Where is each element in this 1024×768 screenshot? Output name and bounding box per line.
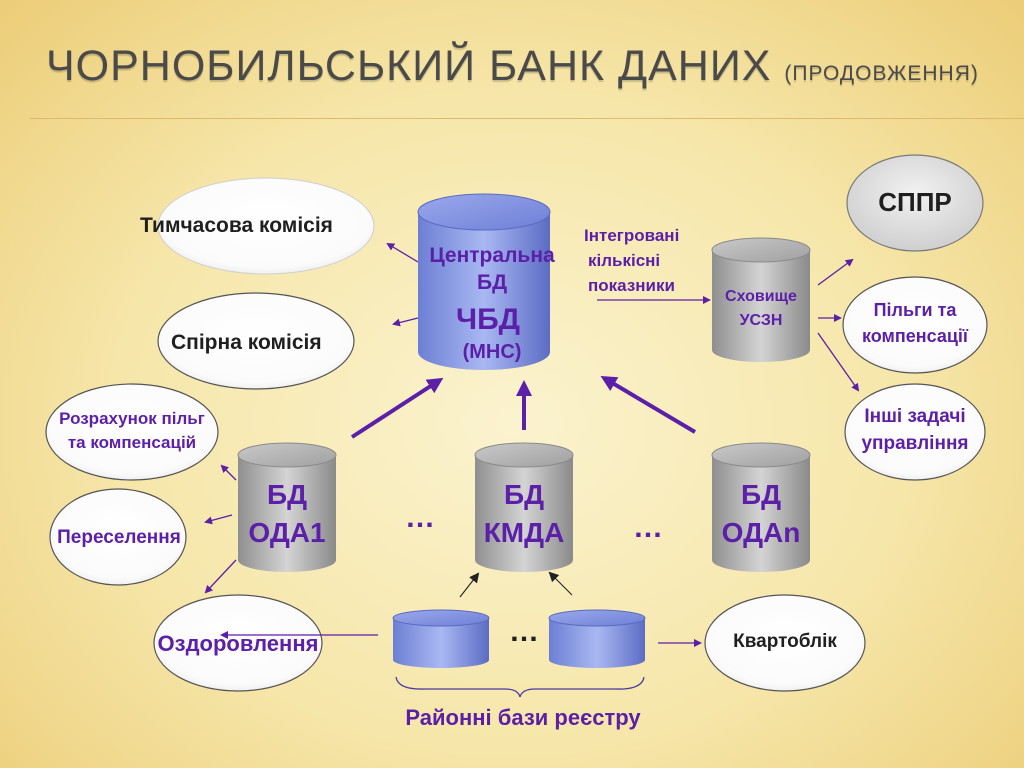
label-central-line2: БД (476, 271, 508, 294)
label-district-bases: Районні бази реєстру (405, 705, 641, 730)
label-ellipsis-2: … (633, 511, 663, 544)
title-rule (30, 118, 1024, 119)
label-benefits-line2: компенсації (862, 326, 968, 346)
central-db-cylinder (417, 193, 551, 370)
label-central-line1: Центральна (429, 244, 555, 267)
ellipse-other-tasks (844, 383, 986, 481)
label-storage-line2: УСЗН (739, 312, 783, 329)
label-integrated-line2: кількісні (588, 251, 661, 270)
label-benefit-calc-line1: Розрахунок пільг (59, 409, 205, 428)
title-sub: (продовження) (784, 62, 979, 85)
label-kmda-line2: КМДА (483, 517, 565, 548)
ellipse-benefits (842, 276, 988, 374)
arrow-odan-to-central (600, 375, 697, 434)
slide-title: Чорнобильський банк даних (продовження) (46, 42, 979, 91)
ellipse-dispute-commission (157, 292, 355, 390)
arrow-oda1-to-central (350, 377, 444, 439)
label-oda1-line2: ОДА1 (248, 517, 326, 548)
arrow-oda1-to-benefit-calc (220, 464, 237, 481)
label-apartment-registry: Квартоблік (733, 631, 837, 652)
db-odan-cylinder (711, 442, 811, 572)
arrow-district2-to-kmda (548, 571, 573, 596)
storage-cylinder (711, 237, 811, 362)
label-sppr: СППР (878, 187, 952, 217)
label-integrated-line1: Інтегровані (584, 226, 680, 245)
arrow-district1-to-kmda (459, 572, 480, 598)
arrow-central-to-dispute (392, 317, 419, 327)
label-benefits-line1: Пільги та (873, 300, 957, 320)
label-other-line2: управління (861, 433, 969, 454)
ellipse-resettlement (49, 488, 187, 586)
label-kmda-line1: БД (503, 479, 545, 510)
label-storage-line1: Сховище (725, 288, 797, 305)
district-db-2-cylinder (548, 609, 646, 668)
label-dispute-commission: Спірна комісія (171, 331, 322, 354)
label-recovery: Оздоровлення (157, 631, 319, 656)
label-odan-line2: ОДАn (721, 517, 801, 548)
arrow-central-to-temp (386, 242, 419, 263)
ellipse-temp-commission (157, 177, 375, 275)
district-db-1-cylinder (392, 609, 490, 668)
arrow-oda1-to-recovery-top (204, 559, 237, 594)
arrow-storage-to-sppr (817, 258, 854, 286)
label-ellipsis-1: … (405, 501, 435, 534)
label-temp-commission: Тимчасова комісія (140, 214, 333, 237)
district-brace (395, 676, 645, 698)
arrow-oda1-to-resettlement (204, 514, 233, 525)
label-resettlement: Переселення (57, 527, 181, 548)
db-oda1-cylinder (237, 442, 337, 572)
arrow-storage-to-other (817, 332, 860, 392)
ellipse-sppr (846, 154, 984, 252)
label-central-line3: ЧБД (455, 303, 520, 336)
label-oda1-line1: БД (266, 479, 308, 510)
ellipse-benefit-calc (45, 383, 219, 481)
label-central-line4: (МНС) (462, 341, 522, 363)
label-odan-line1: БД (740, 479, 782, 510)
label-ellipsis-3: … (509, 615, 539, 648)
ellipse-recovery (153, 594, 323, 692)
db-kmda-cylinder (474, 442, 574, 572)
label-other-line1: Інші задачі (864, 406, 966, 427)
label-integrated-line3: показники (588, 276, 675, 295)
title-main: Чорнобильський банк даних (46, 42, 772, 90)
label-benefit-calc-line2: та компенсацій (67, 433, 197, 452)
ellipse-apartment-registry (704, 594, 866, 692)
